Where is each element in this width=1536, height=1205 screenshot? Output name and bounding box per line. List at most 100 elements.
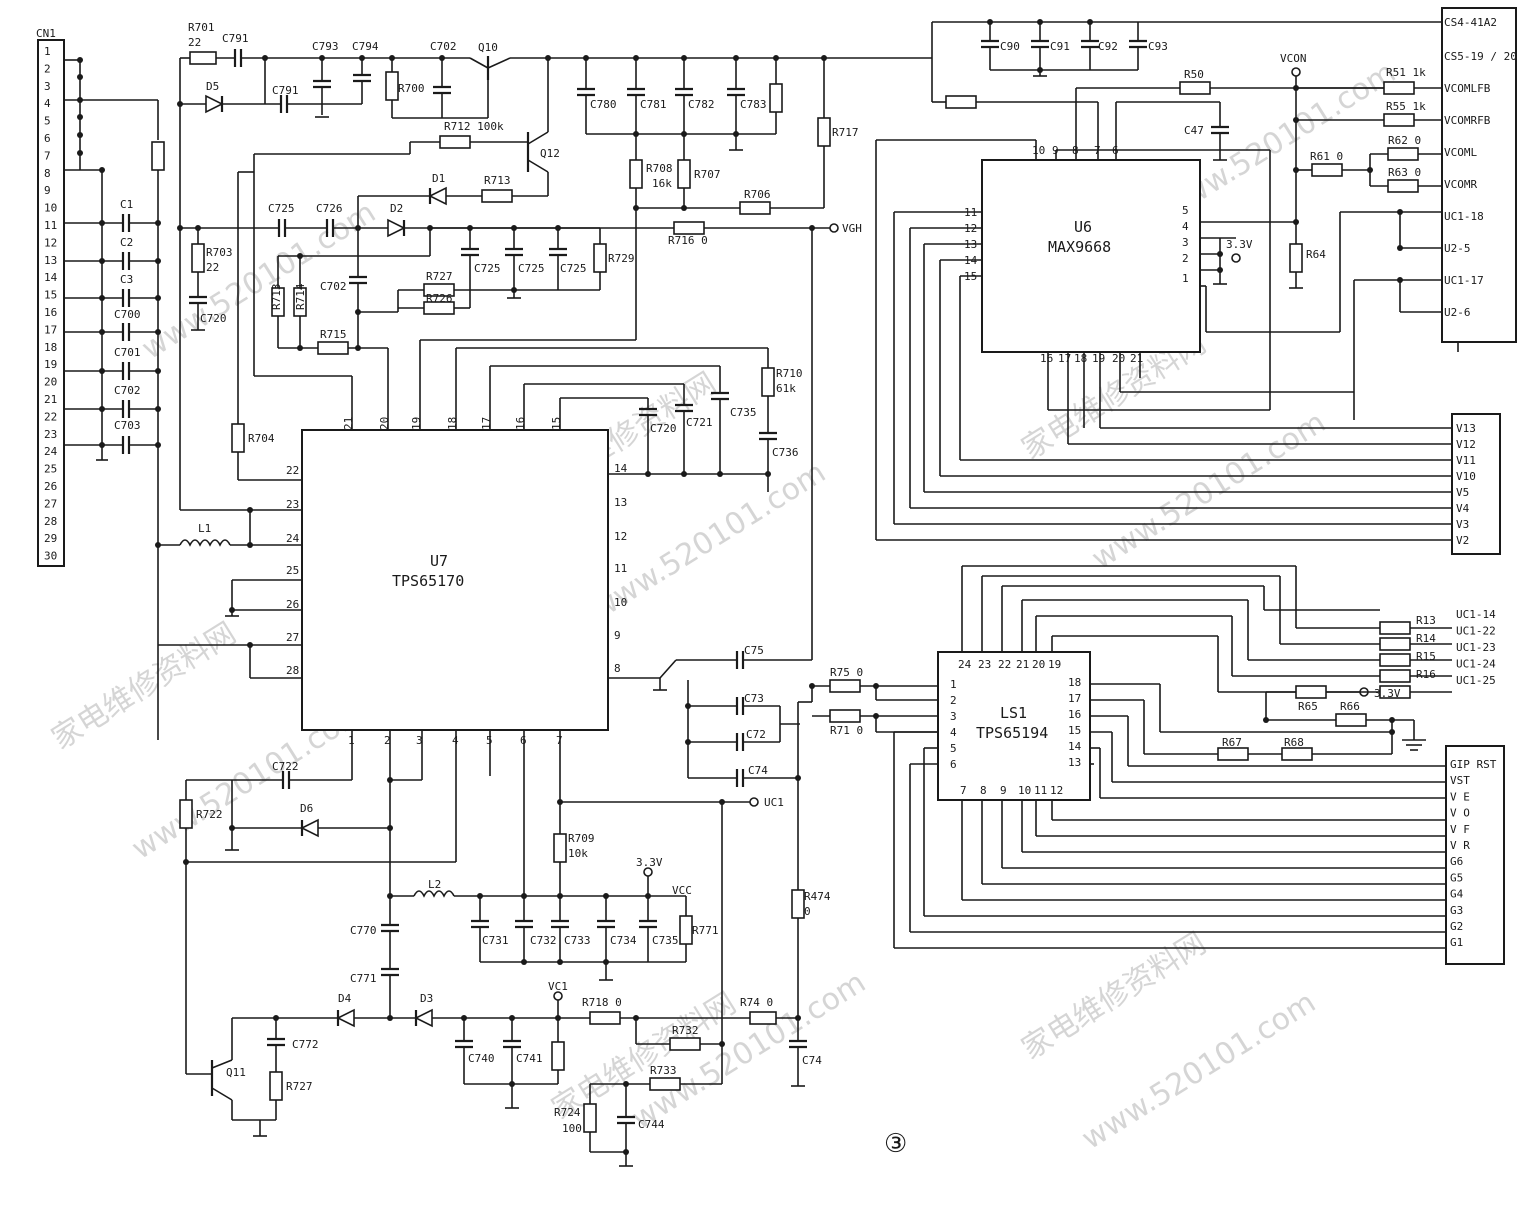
connector-signal-label: V3: [1456, 518, 1469, 531]
svg-text:C91: C91: [1050, 40, 1070, 53]
svg-text:R727: R727: [286, 1080, 313, 1093]
u6-pin-number: 18: [1074, 352, 1087, 365]
u7-part: TPS65170: [392, 572, 464, 590]
ls1-pin-number: 13: [1068, 756, 1081, 769]
u7-pin-number: 19: [410, 417, 423, 430]
watermark-text: 家电维修资料网: [1016, 926, 1213, 1067]
svg-text:R716 0: R716 0: [668, 234, 708, 247]
svg-text:R712 100k: R712 100k: [444, 120, 504, 133]
svg-text:Q12: Q12: [540, 147, 560, 160]
svg-text:R722: R722: [196, 808, 223, 821]
cn1-pin-number: 21: [44, 393, 57, 406]
svg-text:C703: C703: [114, 419, 141, 432]
svg-text:C736: C736: [772, 446, 799, 459]
v33-net-label: 3.3V: [636, 856, 663, 869]
svg-text:C722: C722: [272, 760, 299, 773]
cn1-body: [37, 39, 65, 567]
ls1-pin-number: 1: [950, 678, 957, 691]
cn1-pin-number: 14: [44, 271, 58, 284]
svg-text:C721: C721: [686, 416, 713, 429]
ls1-pin-number: 4: [950, 726, 957, 739]
ls1-pin-number: 18: [1068, 676, 1081, 689]
cn1-pin-number: 3: [44, 80, 51, 93]
cn1-pin-number: 8: [44, 167, 51, 180]
svg-text:R65: R65: [1298, 700, 1318, 713]
svg-text:C772: C772: [292, 1038, 319, 1051]
u6-pin-number: 19: [1092, 352, 1105, 365]
svg-text:D4: D4: [338, 992, 352, 1005]
svg-text:R64: R64: [1306, 248, 1326, 261]
u7-pin-number: 27: [286, 631, 299, 644]
svg-text:R13: R13: [1416, 614, 1436, 627]
cn1-pin-number: 22: [44, 410, 57, 423]
svg-text:C725: C725: [518, 262, 545, 275]
svg-text:R51 1k: R51 1k: [1386, 66, 1426, 79]
connector-signal-label: V O: [1450, 807, 1470, 820]
svg-text:C794: C794: [352, 40, 379, 53]
cn1-pin-number: 7: [44, 149, 51, 162]
svg-text:C2: C2: [120, 236, 133, 249]
svg-text:R71 0: R71 0: [830, 724, 863, 737]
svg-text:C771: C771: [350, 972, 377, 985]
vc1-net-label: VC1: [548, 980, 568, 993]
ls1-pin-number: 19: [1048, 658, 1061, 671]
svg-text:C92: C92: [1098, 40, 1118, 53]
ls1-part: TPS65194: [976, 724, 1048, 742]
vcc-net-label: VCC: [672, 884, 692, 897]
cn1-pin-number: 24: [44, 445, 58, 458]
svg-text:C733: C733: [564, 934, 591, 947]
svg-text:L1: L1: [198, 522, 211, 535]
svg-text:C702: C702: [114, 384, 141, 397]
ls1-pin-number: 22: [998, 658, 1011, 671]
connector-signal-label: V13: [1456, 422, 1476, 435]
svg-text:R62 0: R62 0: [1388, 134, 1421, 147]
u6-pin-number: 21: [1130, 352, 1143, 365]
connector-signal-label: V4: [1456, 502, 1470, 515]
svg-text:C702: C702: [320, 280, 347, 293]
svg-text:3.3V: 3.3V: [1374, 687, 1401, 700]
u7-pin-number: 20: [378, 417, 391, 430]
svg-text:C725: C725: [474, 262, 501, 275]
ls1-pin-number: 7: [960, 784, 967, 797]
svg-text:22: 22: [188, 36, 201, 49]
svg-text:C780: C780: [590, 98, 617, 111]
u7-pin-number: 14: [614, 462, 628, 475]
right-connector-top: [1441, 7, 1517, 343]
cn1-pin-number: 23: [44, 428, 57, 441]
cn1-pin-number: 20: [44, 376, 57, 389]
cn1-pin-number: 2: [44, 62, 51, 75]
svg-text:R709: R709: [568, 832, 595, 845]
svg-text:C741: C741: [516, 1052, 543, 1065]
connector-signal-label: UC1-25: [1456, 674, 1496, 687]
svg-text:0: 0: [804, 905, 811, 918]
svg-text:C47: C47: [1184, 124, 1204, 137]
svg-text:C700: C700: [114, 308, 141, 321]
cn1-pin-number: 15: [44, 289, 57, 302]
svg-text:C726: C726: [316, 202, 343, 215]
connector-signal-label: G3: [1450, 904, 1463, 917]
cn1-connector: CN1 123456789101112131415161718192021222…: [36, 27, 165, 740]
ls1-pin-number: 17: [1068, 692, 1081, 705]
ls1-pin-number: 11: [1034, 784, 1047, 797]
u7-pin-number: 22: [286, 464, 299, 477]
svg-text:R732: R732: [672, 1024, 699, 1037]
svg-text:R771: R771: [692, 924, 719, 937]
cn1-pin-number: 18: [44, 341, 57, 354]
svg-text:R66: R66: [1340, 700, 1360, 713]
svg-text:C732: C732: [530, 934, 557, 947]
connector-signal-label: VCOMR: [1444, 178, 1477, 191]
ls1-pin-number: 21: [1016, 658, 1029, 671]
svg-text:C740: C740: [468, 1052, 495, 1065]
svg-text:C781: C781: [640, 98, 667, 111]
u6-part: MAX9668: [1048, 238, 1111, 256]
cn1-pin-number: 9: [44, 184, 51, 197]
connector-signal-label: VCOMLFB: [1444, 82, 1491, 95]
svg-text:C734: C734: [610, 934, 637, 947]
svg-text:R729: R729: [608, 252, 635, 265]
u7-pin-number: 11: [614, 562, 627, 575]
svg-text:C74: C74: [802, 1054, 822, 1067]
